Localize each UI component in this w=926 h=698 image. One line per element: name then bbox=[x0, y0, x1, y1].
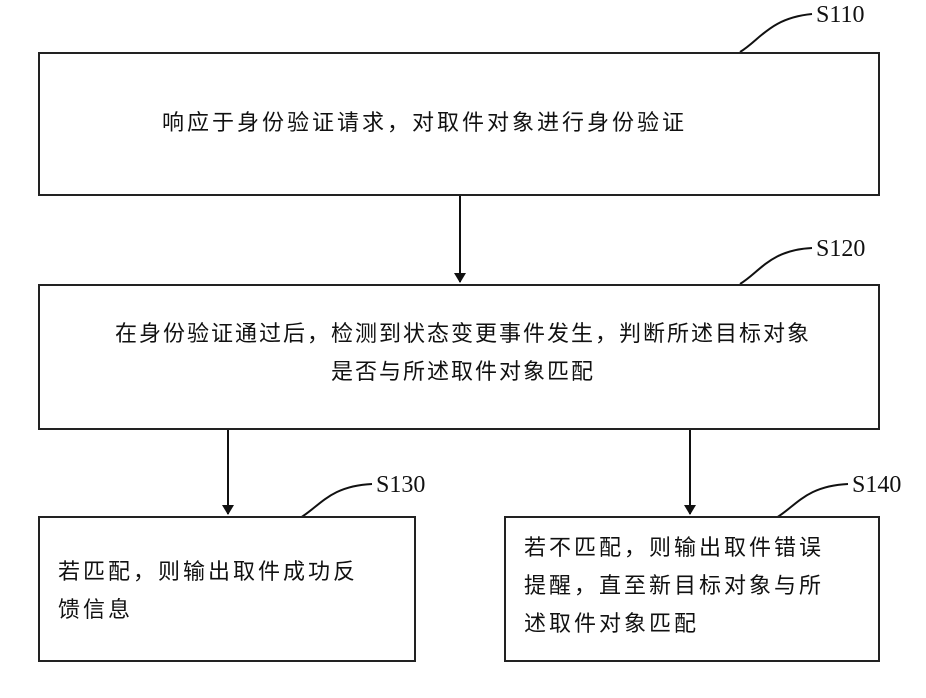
step-label-s140: S140 bbox=[852, 472, 901, 499]
label-leader-s110 bbox=[740, 14, 812, 52]
step-text-s110: 响应于身份验证请求，对取件对象进行身份验证 bbox=[162, 105, 687, 143]
label-leader-s130 bbox=[300, 484, 372, 518]
step-text-s120: 在身份验证通过后，检测到状态变更事件发生，判断所述目标对象 是否与所述取件对象匹… bbox=[48, 316, 878, 392]
step-label-s120: S120 bbox=[816, 236, 865, 263]
step-label-s130: S130 bbox=[376, 472, 425, 499]
step-text-s130: 若匹配，则输出取件成功反 馈信息 bbox=[58, 554, 408, 630]
step-label-s110: S110 bbox=[816, 2, 864, 29]
label-leader-s120 bbox=[740, 248, 812, 284]
step-text-s140: 若不匹配，则输出取件错误 提醒，直至新目标对象与所 述取件对象匹配 bbox=[524, 530, 874, 644]
label-leader-s140 bbox=[776, 484, 848, 518]
